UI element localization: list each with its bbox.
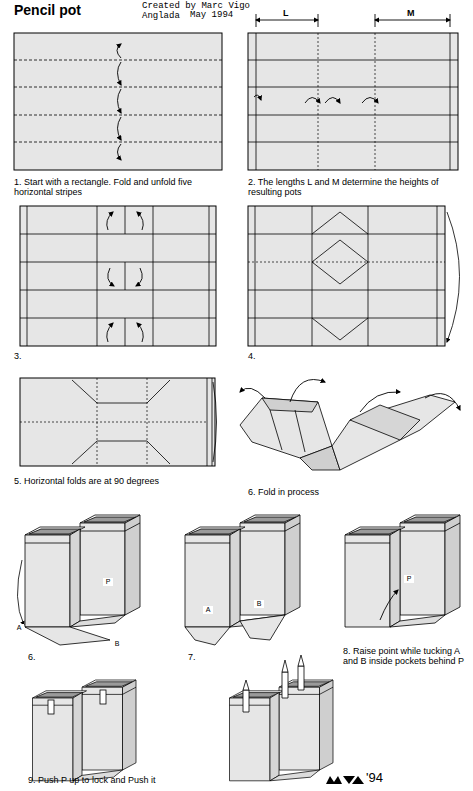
step-caption: 5. Horizontal folds are at 90 degrees	[14, 476, 229, 486]
point-letter: B	[254, 600, 264, 608]
point-letter: P	[103, 578, 113, 586]
step-number: 4.	[248, 351, 278, 361]
date: May 1994	[190, 10, 270, 20]
point-letter: A	[14, 624, 24, 632]
step-number: 3.	[14, 351, 44, 361]
step-caption: 8. Raise point while tucking A and B ins…	[343, 646, 468, 667]
title: Pencil pot	[14, 2, 81, 18]
step-number: 6.	[28, 652, 58, 662]
point-letter: A	[203, 606, 213, 614]
logo-year: '94	[366, 771, 406, 786]
point-letter: B	[112, 640, 122, 648]
step-caption: 6. Fold in process	[248, 487, 463, 497]
dimension-label: M	[407, 8, 421, 18]
step-caption: 1. Start with a rectangle. Fold and unfo…	[14, 177, 229, 198]
step-caption: 9. Push P up to lock and Push it	[28, 775, 313, 785]
step-caption: 2. The lengths L and M determine the hei…	[248, 177, 463, 198]
step-number: 7.	[188, 652, 218, 662]
point-letter: P	[404, 575, 414, 583]
dimension-label: L	[283, 8, 297, 18]
